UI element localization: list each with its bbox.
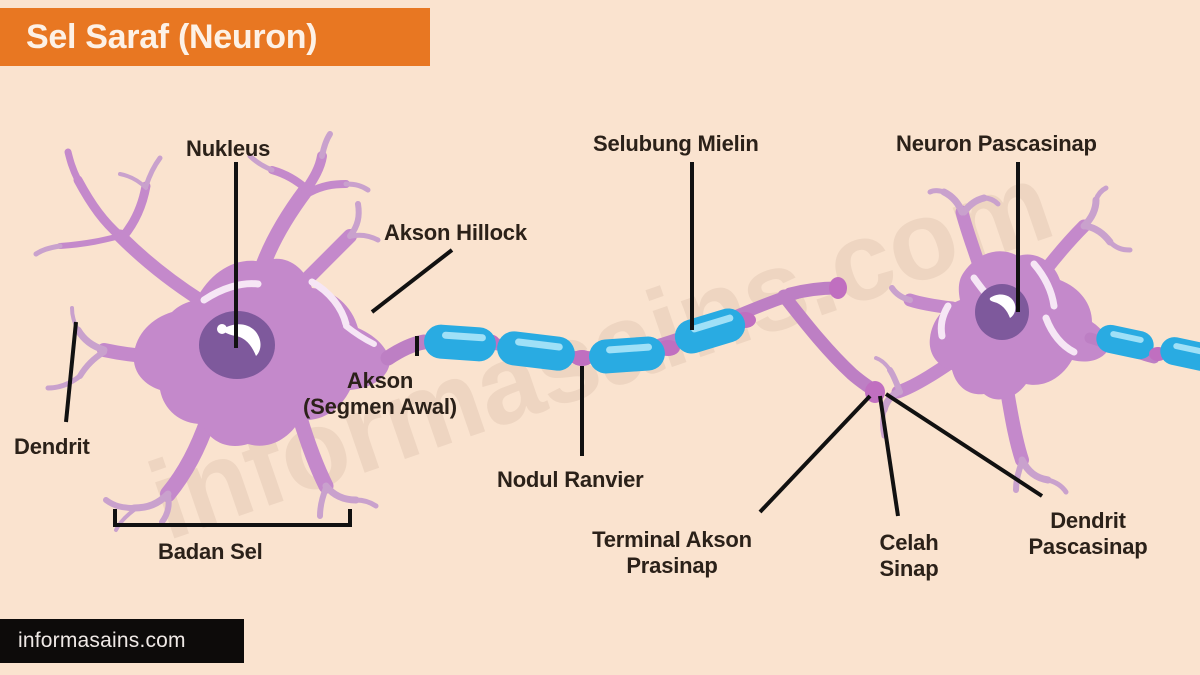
page-title: Sel Saraf (Neuron)	[26, 17, 318, 56]
label-nodul-ranvier: Nodul Ranvier	[497, 467, 644, 492]
myelin-segment-post-2	[1160, 337, 1200, 371]
soma-highlight-right	[343, 323, 377, 347]
soma-highlight-top-right	[308, 278, 350, 328]
label-nukleus: Nukleus	[186, 136, 271, 161]
dendrite-branches-upper-right	[293, 201, 381, 293]
leader-lines	[64, 162, 1044, 527]
bracket-badan-sel	[113, 509, 352, 527]
dendrite-branches-left	[33, 148, 207, 307]
myelin-segment-1	[424, 324, 496, 362]
footer-site-text: informasains.com	[18, 629, 186, 652]
nucleus-post	[975, 284, 1029, 340]
axon-terminal-branches	[777, 277, 885, 403]
label-celah-sinap: Celah Sinap	[879, 530, 939, 581]
label-akson-segmen-awal: Akson (Segmen Awal)	[303, 368, 457, 419]
myelin-segment-4	[674, 308, 746, 354]
dendrite-upper-left-post	[927, 188, 1001, 269]
footer-watermark-bar: informasains.com	[0, 619, 244, 663]
soma-highlight-top-left	[200, 280, 262, 304]
label-dendrit-pascasinap: Dendrit Pascasinap	[1028, 508, 1148, 559]
soma-highlight-right-post	[1042, 314, 1078, 356]
terminal-branch-lower	[777, 289, 879, 396]
node-of-ranvier-2	[570, 350, 594, 366]
nucleus-highlight-dot	[217, 324, 227, 334]
myelin-segment-post-1	[1096, 324, 1154, 360]
myelin-segment-2	[497, 331, 575, 371]
dendrite-branches-top	[247, 131, 371, 276]
dendrite-branches-bottom-left	[103, 412, 216, 532]
leader-akson-hillock	[370, 248, 454, 314]
leader-dendrit	[64, 321, 78, 423]
label-selubung-mielin: Selubung Mielin	[593, 131, 759, 156]
label-badan-sel: Badan Sel	[158, 539, 263, 564]
leader-terminal-akson	[758, 394, 872, 514]
dendrite-upper-right-post	[1037, 185, 1133, 279]
label-dendrit: Dendrit	[14, 434, 90, 459]
leader-celah-sinap	[878, 395, 900, 517]
label-terminal-akson-prasinap: Terminal Akson Prasinap	[592, 527, 752, 578]
terminal-bulb-upper	[829, 277, 847, 299]
label-akson-hillock: Akson Hillock	[384, 220, 527, 245]
myelinated-axon	[418, 286, 806, 374]
postsynaptic-neuron	[874, 185, 1200, 495]
nucleus-highlight-post	[989, 294, 1016, 318]
soma-highlight-left-post	[937, 302, 952, 340]
dendrite-branches-bottom-right	[292, 410, 379, 519]
label-neuron-pascasinap: Neuron Pascasinap	[896, 131, 1097, 156]
presynaptic-neuron	[33, 131, 432, 532]
soma-highlight-top-right-post	[1030, 260, 1058, 310]
leader-dendrit-pascasinap	[884, 392, 1044, 498]
dendrite-bottom-post	[1001, 389, 1069, 495]
title-banner: Sel Saraf (Neuron)	[0, 8, 430, 66]
nucleus-highlight	[222, 324, 261, 356]
myelin-segment-3	[589, 336, 665, 374]
dendrite-left-post	[889, 285, 959, 315]
